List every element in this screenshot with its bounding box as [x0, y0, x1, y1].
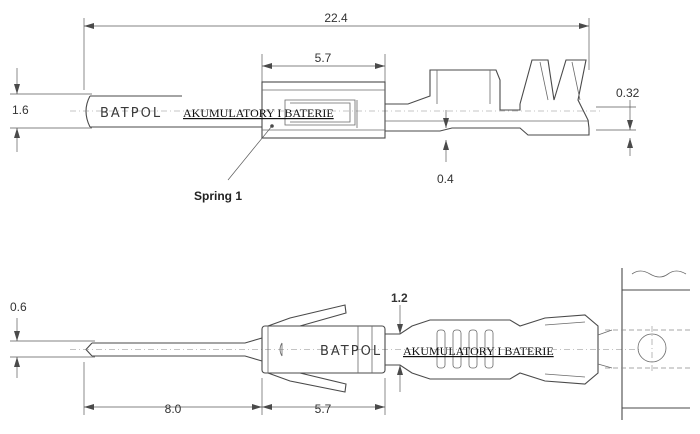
housing-break-top — [631, 270, 687, 278]
arrow-right — [579, 23, 589, 29]
watermark-tagline-bottom: AKUMULATORY I BATERIE — [403, 344, 554, 358]
contact-mark — [279, 342, 283, 357]
crimp-lower-tail — [597, 329, 613, 369]
arrow-barrel-right — [375, 63, 385, 69]
top-view: 22.4 5.7 1.6 — [10, 11, 640, 203]
dim-barrel-length: 5.7 — [315, 51, 332, 65]
spring-label: Spring 1 — [194, 189, 242, 203]
bottom-view: 0.6 1.2 8.0 — [10, 268, 690, 420]
arrow-gap-bottom — [397, 365, 403, 375]
crimp-slot-1 — [436, 329, 446, 369]
barrel-outline — [261, 81, 386, 139]
crimp-slot-2 — [452, 329, 462, 369]
spring-leader-dot — [270, 124, 274, 128]
housing-cavity — [605, 329, 690, 369]
arrow-pin-top — [14, 84, 20, 94]
crimp-lower-outline — [385, 314, 599, 385]
watermark-tagline-top: AKUMULATORY I BATERIE — [183, 106, 334, 120]
spring-window-outer — [284, 99, 356, 126]
crimp-slot-3 — [468, 329, 478, 369]
wire-crimp-upper — [385, 69, 521, 111]
insulation-crimp — [519, 59, 590, 129]
spring-upper — [267, 304, 347, 327]
arrow-pin-len-left — [84, 404, 94, 410]
dim-pin-diameter: 0.6 — [10, 300, 27, 314]
arrow-pin-diam-top — [14, 331, 20, 341]
watermark-brand-top: BATPOL — [100, 106, 162, 121]
arrow-pin-len-right — [252, 404, 262, 410]
arrow-base-top — [443, 118, 449, 128]
dim-base-thickness: 0.4 — [437, 172, 454, 186]
dim-pin-height: 1.6 — [12, 103, 29, 117]
dim-wall-thickness: 0.32 — [616, 86, 640, 100]
arrow-left — [84, 23, 94, 29]
base-outline — [385, 127, 590, 136]
arrow-wall-top — [627, 120, 633, 130]
arrow-barrel-left — [262, 63, 272, 69]
arrow-pin-bottom — [14, 128, 20, 138]
insulation-lower-inner — [544, 321, 586, 378]
wire-crimp-inner — [436, 70, 491, 104]
insulation-crimp-inner — [539, 61, 581, 101]
dim-overall-length: 22.4 — [324, 11, 348, 25]
spring-window — [290, 102, 351, 123]
watermark-brand-bottom: BATPOL — [320, 344, 382, 359]
crimp-slot-4 — [484, 329, 494, 369]
spring-leader — [227, 125, 273, 181]
dim-barrel-lower-length: 5.7 — [315, 402, 332, 416]
housing-wall — [621, 268, 690, 420]
barrel-lower-outline — [261, 325, 386, 374]
dim-spring-gap: 1.2 — [391, 291, 408, 305]
arrow-barrel-lower-right — [375, 404, 385, 410]
arrow-gap-top — [397, 324, 403, 334]
dim-pin-length: 8.0 — [165, 402, 182, 416]
arrow-barrel-lower-left — [262, 404, 272, 410]
arrow-base-bottom — [443, 140, 449, 150]
arrow-pin-diam-bottom — [14, 357, 20, 367]
spring-lower — [267, 372, 347, 393]
arrow-wall-bottom — [627, 138, 633, 148]
